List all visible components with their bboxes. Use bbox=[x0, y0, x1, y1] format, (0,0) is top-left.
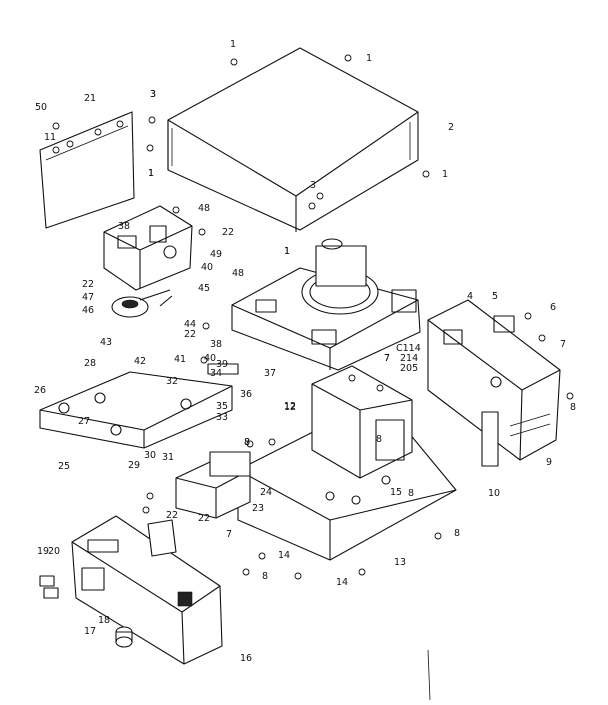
callout: 8 bbox=[244, 437, 250, 448]
callout-labels: 1 1 2 3 50 21 11 1 3 1 1 48 38 22 49 48 … bbox=[34, 39, 576, 664]
callout: 40 bbox=[204, 353, 216, 364]
callout: 8 bbox=[376, 434, 382, 445]
callout: 16 bbox=[240, 653, 252, 664]
switch-block bbox=[175, 451, 251, 519]
callout: 50 bbox=[35, 102, 47, 113]
callout: 22 bbox=[166, 510, 178, 521]
callout: 1 bbox=[230, 39, 236, 50]
front-panel bbox=[71, 515, 223, 665]
callout: 21 bbox=[84, 93, 96, 104]
callout: 22 bbox=[184, 329, 196, 340]
pulley-assembly bbox=[111, 289, 173, 318]
callout: 24 bbox=[260, 487, 272, 498]
callout: 2 bbox=[448, 122, 454, 133]
side-board bbox=[39, 111, 135, 229]
callout: C114 bbox=[396, 343, 421, 354]
tray-assembly bbox=[39, 363, 239, 449]
callout: 35 bbox=[216, 401, 228, 412]
callout: 13 bbox=[394, 557, 406, 568]
callout: 31 bbox=[162, 452, 174, 463]
callout: 7 bbox=[560, 339, 566, 350]
callout: 5 bbox=[492, 291, 498, 302]
callout: 28 bbox=[84, 358, 96, 369]
callout: 47 bbox=[82, 292, 94, 303]
callout: 14 bbox=[278, 550, 290, 561]
tape-mechanism bbox=[103, 205, 193, 291]
callout: 30 bbox=[144, 450, 156, 461]
callout: 12 bbox=[284, 402, 296, 413]
front-knob bbox=[39, 575, 133, 648]
callout: 48 bbox=[232, 268, 244, 279]
callout: 11 bbox=[44, 132, 56, 143]
callout: 32 bbox=[166, 376, 178, 387]
callout: 19 bbox=[37, 546, 49, 557]
callout: 33 bbox=[216, 412, 228, 423]
callout: 7 bbox=[384, 353, 390, 364]
callout: 23 bbox=[252, 503, 264, 514]
callout: 41 bbox=[174, 354, 186, 365]
callout: 40 bbox=[201, 262, 213, 273]
callout: 8 bbox=[454, 528, 460, 539]
callout: 49 bbox=[210, 249, 222, 260]
callout: 1 bbox=[284, 246, 290, 257]
callout: 45 bbox=[198, 283, 210, 294]
callout: 38 bbox=[210, 339, 222, 350]
callout: 3 bbox=[310, 180, 316, 191]
callout: 8 bbox=[570, 402, 576, 413]
callout: 1 bbox=[284, 246, 290, 257]
top-cover bbox=[167, 47, 419, 232]
callout: 37 bbox=[264, 368, 276, 379]
callout: 27 bbox=[78, 416, 90, 427]
callout: 4 bbox=[467, 291, 473, 302]
callout: 6 bbox=[550, 302, 556, 313]
reference-line bbox=[427, 649, 431, 701]
callout: 1 bbox=[148, 168, 154, 179]
callout: 38 bbox=[118, 221, 130, 232]
callout: 8 bbox=[262, 571, 268, 582]
callout: 214 bbox=[400, 353, 418, 364]
callout: 44 bbox=[184, 319, 196, 330]
callout: 7 bbox=[226, 529, 232, 540]
callout: 3 bbox=[150, 89, 156, 100]
callout: 10 bbox=[488, 488, 500, 499]
callout: 20 bbox=[48, 546, 60, 557]
callout: 29 bbox=[128, 460, 140, 471]
screws bbox=[52, 54, 574, 580]
callout: 43 bbox=[100, 337, 112, 348]
callout: 46 bbox=[82, 305, 94, 316]
callout: 3 bbox=[150, 89, 156, 100]
callout: 15 bbox=[390, 487, 402, 498]
callout: 22 bbox=[82, 279, 94, 290]
callout: 36 bbox=[240, 389, 252, 400]
callout: 34 bbox=[210, 368, 222, 379]
callout: 8 bbox=[408, 488, 414, 499]
callout: 9 bbox=[546, 457, 552, 468]
transport-deck bbox=[231, 238, 421, 371]
callout: 1 bbox=[148, 168, 154, 179]
callout: 22 bbox=[198, 513, 210, 524]
callout: 18 bbox=[98, 615, 110, 626]
rear-panel bbox=[427, 299, 561, 467]
main-chassis bbox=[237, 365, 457, 561]
callout: 1 bbox=[366, 53, 372, 64]
callout: 39 bbox=[216, 359, 228, 370]
callout: 26 bbox=[34, 385, 46, 396]
callout: 25 bbox=[58, 461, 70, 472]
callout: 22 bbox=[222, 227, 234, 238]
callout: 17 bbox=[84, 626, 96, 637]
callout: 42 bbox=[134, 356, 146, 367]
callout: 7 bbox=[384, 353, 390, 364]
callout: 1 bbox=[442, 169, 448, 180]
callout: 12 bbox=[284, 401, 296, 412]
callout: 205 bbox=[400, 363, 418, 374]
callout: 14 bbox=[336, 577, 348, 588]
callout: 48 bbox=[198, 203, 210, 214]
callout: 8 bbox=[244, 437, 250, 448]
